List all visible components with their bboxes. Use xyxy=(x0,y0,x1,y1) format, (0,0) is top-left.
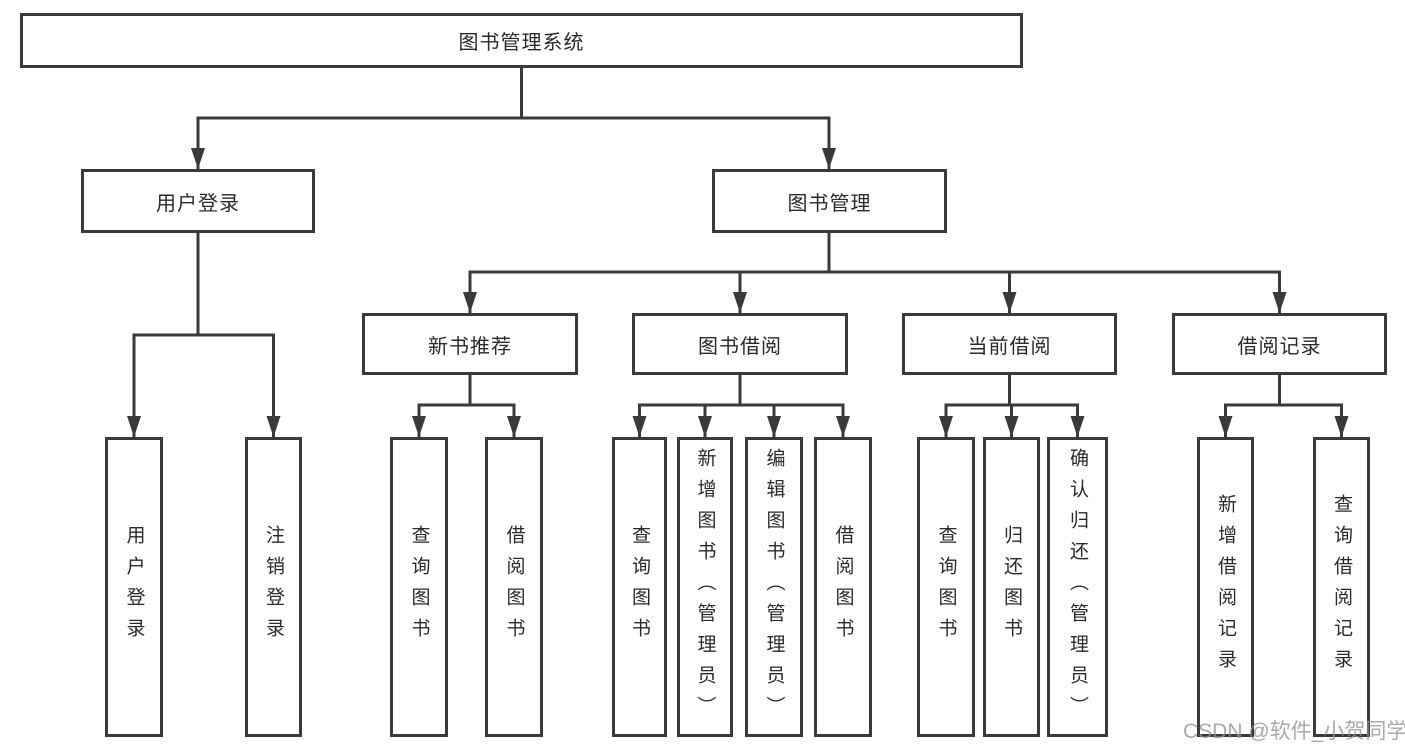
leaf-label: 用户登录 xyxy=(123,525,145,649)
leaf-borrow-books-1: 借阅图书 xyxy=(485,437,543,737)
leaf-query-books-1: 查询图书 xyxy=(390,437,448,737)
leaf-label: 编辑图书（管理员） xyxy=(763,447,785,727)
connector-lines xyxy=(132,68,1343,437)
node-current-borrow-label: 当前借阅 xyxy=(967,335,1052,358)
node-book-borrow: 图书借阅 xyxy=(632,313,848,375)
leaf-label: 借阅图书 xyxy=(832,525,854,649)
leaf-return-books: 归还图书 xyxy=(983,437,1040,737)
node-book-management: 图书管理 xyxy=(712,169,947,233)
arrow-down-icon xyxy=(822,148,836,169)
arrow-down-icon xyxy=(463,292,477,313)
arrow-down-icon xyxy=(632,416,647,437)
leaf-logout: 注销登录 xyxy=(245,437,302,737)
arrow-down-icon xyxy=(127,416,141,437)
leaf-add-books-admin: 新增图书（管理员） xyxy=(677,437,733,737)
arrow-down-icon xyxy=(836,416,850,437)
arrow-down-icon xyxy=(939,416,953,437)
leaf-label: 查询图书 xyxy=(935,525,957,649)
node-root: 图书管理系统 xyxy=(20,13,1023,68)
arrow-down-icon xyxy=(1004,416,1019,437)
arrowheads xyxy=(127,148,1349,437)
csdn-watermark: CSDN @软件_小贺同学 xyxy=(1183,720,1405,743)
arrow-down-icon xyxy=(733,292,747,313)
leaf-add-borrow-record: 新增借阅记录 xyxy=(1197,437,1254,737)
leaf-label: 注销登录 xyxy=(263,525,284,649)
node-user-login-label: 用户登录 xyxy=(156,192,240,215)
leaf-label: 查询图书 xyxy=(408,525,430,649)
leaf-borrow-books-2: 借阅图书 xyxy=(814,437,872,737)
leaf-label: 新增图书（管理员） xyxy=(694,447,716,727)
leaf-query-books-3: 查询图书 xyxy=(917,437,975,737)
leaf-user-login: 用户登录 xyxy=(105,437,163,737)
arrow-down-icon xyxy=(191,148,205,169)
leaf-label: 查询图书 xyxy=(629,525,650,649)
node-book-borrow-label: 图书借阅 xyxy=(698,335,782,358)
leaf-confirm-return-admin: 确认归还（管理员） xyxy=(1047,437,1108,737)
leaf-label: 新增借阅记录 xyxy=(1215,494,1236,680)
arrow-down-icon xyxy=(266,416,281,437)
arrow-down-icon xyxy=(507,416,521,437)
node-user-login: 用户登录 xyxy=(81,169,315,233)
arrow-down-icon xyxy=(1002,292,1017,313)
leaf-query-borrow-record: 查询借阅记录 xyxy=(1313,437,1370,737)
node-root-label: 图书管理系统 xyxy=(458,32,585,54)
node-current-borrow: 当前借阅 xyxy=(902,313,1117,375)
arrow-down-icon xyxy=(1272,292,1287,313)
arrow-down-icon xyxy=(767,416,781,437)
arrow-down-icon xyxy=(1334,416,1349,437)
leaf-label: 确认归还（管理员） xyxy=(1067,447,1088,727)
arrow-down-icon xyxy=(1070,416,1085,437)
node-borrow-records-label: 借阅记录 xyxy=(1237,335,1322,358)
arrow-down-icon xyxy=(698,416,712,437)
arrow-down-icon xyxy=(1218,416,1233,437)
leaf-query-books-2: 查询图书 xyxy=(612,437,667,737)
node-new-book-recommend: 新书推荐 xyxy=(362,313,578,375)
leaf-label: 归还图书 xyxy=(1001,525,1022,649)
leaf-edit-books-admin: 编辑图书（管理员） xyxy=(745,437,803,737)
node-book-management-label: 图书管理 xyxy=(787,192,872,215)
leaf-label: 借阅图书 xyxy=(503,525,525,649)
node-borrow-records: 借阅记录 xyxy=(1172,313,1387,375)
node-new-book-recommend-label: 新书推荐 xyxy=(428,335,512,358)
arrow-down-icon xyxy=(412,416,426,437)
leaf-label: 查询借阅记录 xyxy=(1331,494,1352,680)
